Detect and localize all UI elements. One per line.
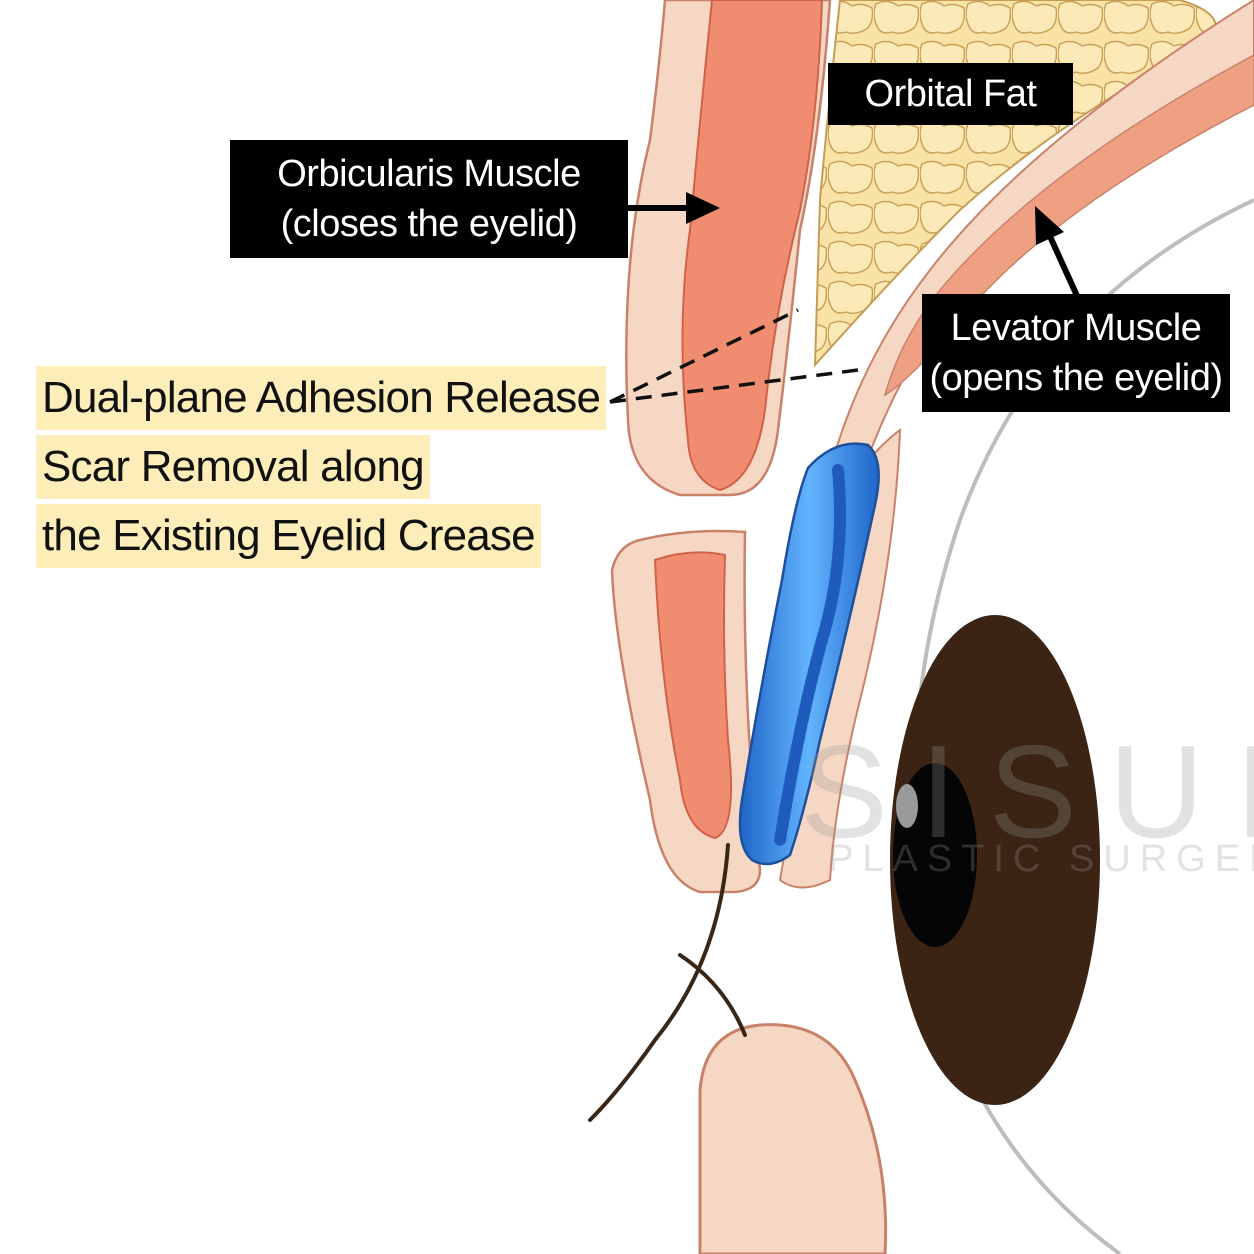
iris (890, 615, 1100, 1105)
procedure-label-line1: Dual-plane Adhesion Release (36, 366, 607, 430)
lower-eyelid-bulb (698, 1023, 888, 1254)
filler-graft-core (774, 464, 846, 846)
dashed-plane-2 (609, 368, 859, 404)
orbital-fat-label: Orbital Fat (828, 63, 1073, 125)
dashed-plane-1 (609, 308, 799, 404)
pupil-highlight (896, 784, 918, 828)
orbicularis-label-line2: (closes the eyelid) (280, 203, 578, 245)
orbicularis-label-line1: Orbicularis Muscle (277, 153, 581, 195)
arrow-to-levator (1035, 206, 1081, 300)
orbicularis-muscle-lower (653, 551, 732, 840)
orbicularis-label: Orbicularis Muscle (closes the eyelid) (230, 140, 628, 258)
orbital-fat-label-text: Orbital Fat (864, 73, 1037, 115)
levator-label-line1: Levator Muscle (950, 307, 1202, 349)
eyelash-lower (678, 953, 747, 1037)
procedure-label-line2: Scar Removal along (36, 435, 430, 499)
procedure-label-line3: the Existing Eyelid Crease (36, 504, 541, 568)
arrow-to-orbicularis (628, 192, 720, 224)
levator-label: Levator Muscle (opens the eyelid) (922, 294, 1230, 412)
eyelash-upper (588, 843, 730, 1122)
levator-muscle (883, 54, 1254, 397)
levator-label-line2: (opens the eyelid) (929, 357, 1223, 399)
